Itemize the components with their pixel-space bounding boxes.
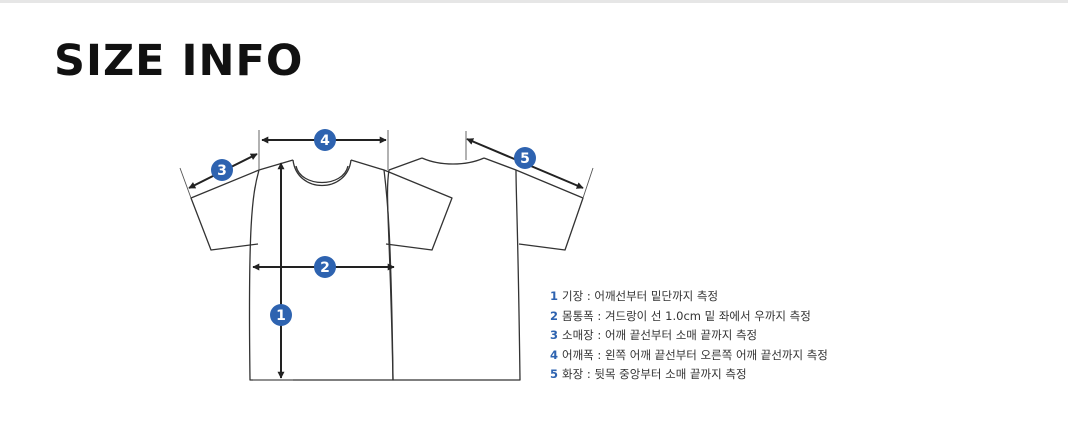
legend-text: 어깨폭 : 왼쪽 어깨 끝선부터 오른쪽 어깨 끝선까지 측정 <box>562 347 828 362</box>
svg-text:1: 1 <box>276 308 286 324</box>
legend-text: 소매장 : 어깨 끝선부터 소매 끝까지 측정 <box>562 328 758 342</box>
legend-text: 몸통폭 : 겨드랑이 선 1.0cm 밑 좌에서 우까지 측정 <box>562 308 811 323</box>
legend-number: 4 <box>550 347 559 362</box>
marker-badge-1: 1 <box>270 304 292 326</box>
legend-number: 2 <box>550 308 559 323</box>
svg-text:5: 5 <box>520 151 530 167</box>
legend-number: 3 <box>550 328 559 342</box>
page-title: SIZE INFO <box>54 36 304 86</box>
svg-text:3: 3 <box>217 163 227 179</box>
legend-number: 1 <box>550 289 559 303</box>
marker-badge-3: 3 <box>211 159 233 181</box>
marker-badge-4: 4 <box>314 129 336 151</box>
marker-badge-5: 5 <box>514 147 536 169</box>
measurement-guide-lines <box>179 130 594 381</box>
legend-number: 5 <box>550 367 559 381</box>
svg-text:4: 4 <box>320 133 330 149</box>
marker-badge-2: 2 <box>314 256 336 278</box>
svg-text:2: 2 <box>320 260 330 276</box>
legend-text: 화장 : 뒷목 중앙부터 소매 끝까지 측정 <box>562 367 747 381</box>
top-divider <box>0 0 1068 3</box>
legend-text: 기장 : 어깨선부터 밑단까지 측정 <box>562 289 719 303</box>
